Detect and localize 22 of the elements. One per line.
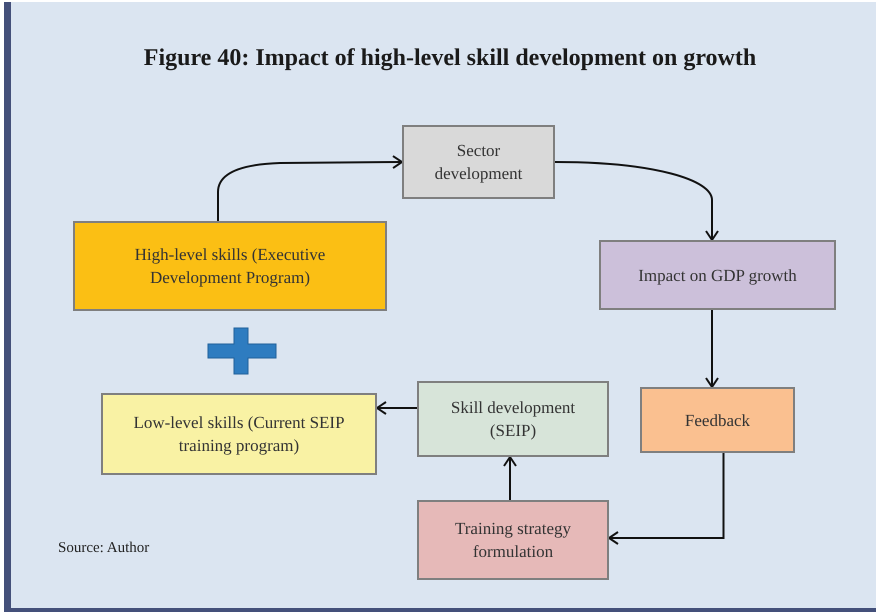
process-box: [101, 393, 377, 475]
node-label: Impact on GDP growth: [638, 264, 797, 286]
arrow: [705, 310, 719, 388]
node-label: Sector development: [434, 140, 524, 185]
arrow: [376, 401, 417, 415]
process-box: [640, 387, 795, 453]
node-label: Low-level skills (Current SEIP training program): [132, 412, 346, 457]
node-label: Skill development (SEIP): [450, 397, 576, 442]
process-box: [417, 381, 609, 457]
title: Figure 40: Impact of high-level skill development on growth: [142, 44, 758, 73]
node-label: Feedback: [684, 410, 750, 432]
node-label: Training strategy formulation: [454, 518, 572, 563]
arrow: [217, 155, 403, 221]
arrow: [554, 161, 719, 241]
arrow: [503, 456, 517, 500]
process-box: [599, 240, 836, 310]
node-label: High-level skills (Executive Development Program): [134, 244, 326, 289]
process-box: [402, 125, 555, 199]
process-box: [417, 500, 609, 580]
arrow: [608, 453, 724, 545]
source-note: Source: Author: [58, 539, 150, 558]
process-box: [73, 221, 387, 311]
